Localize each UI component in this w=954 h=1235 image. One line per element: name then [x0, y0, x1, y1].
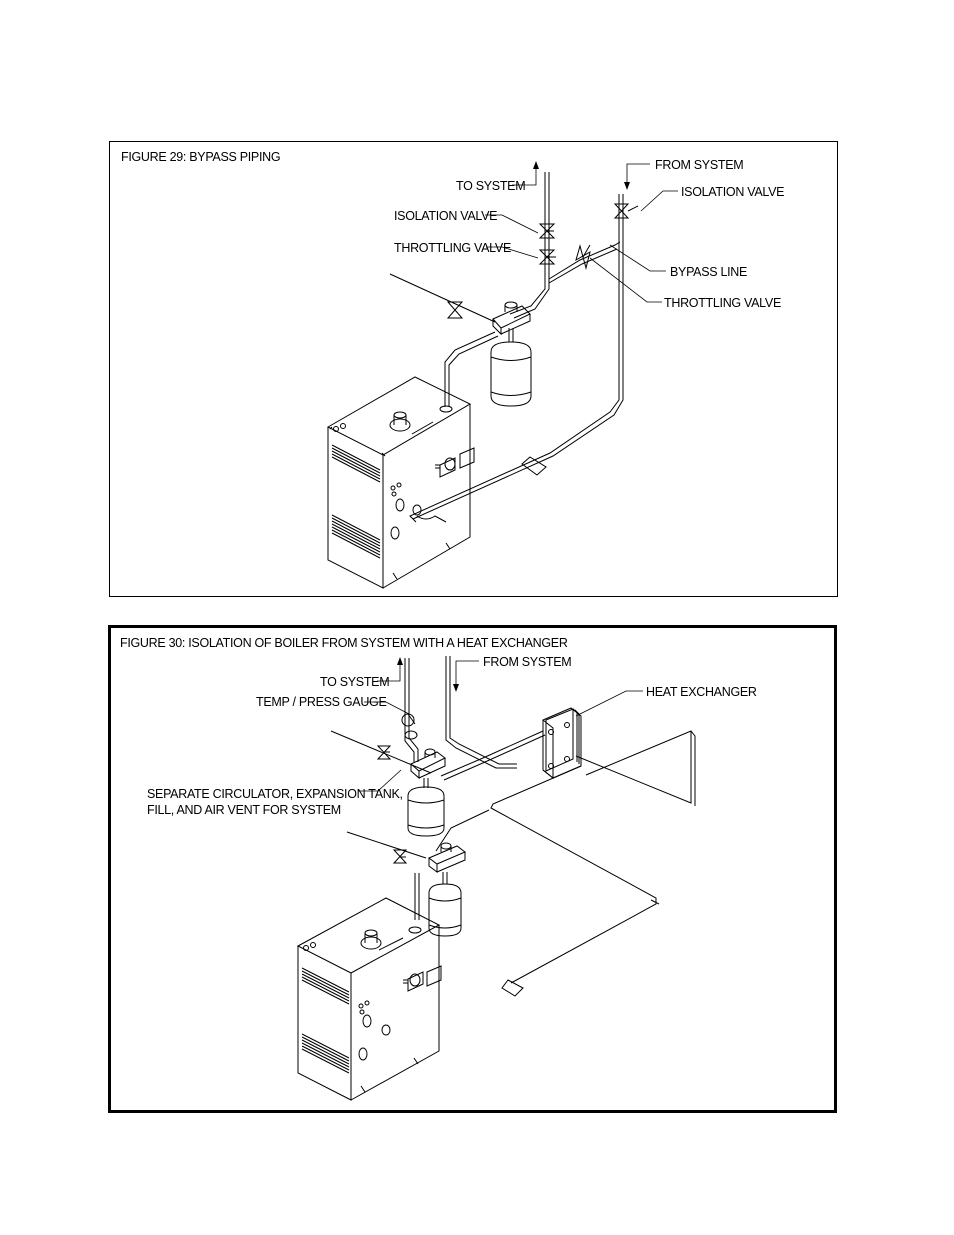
- boiler-fill-valve-icon: [392, 849, 408, 864]
- system-fill-valve-icon: [376, 745, 392, 760]
- figure-29-diagram: FIGURE 29: BYPASS PIPING TO SYSTEM ISOLA…: [121, 150, 784, 589]
- figure-30-title: FIGURE 30: ISOLATION OF BOILER FROM SYST…: [120, 636, 568, 650]
- label-separate-circulator-line2: FILL, AND AIR VENT FOR SYSTEM: [147, 803, 341, 817]
- boiler-riser-piping: [414, 873, 420, 920]
- isolation-valve-left-icon: [538, 223, 556, 239]
- label-throttling-valve-bypass: THROTTLING VALVE: [664, 296, 781, 310]
- boiler-loop-piping: [435, 730, 696, 984]
- boiler-return-valve-icon: [501, 979, 524, 997]
- figure-30-heat-exchanger-isolation: FIGURE 30: ISOLATION OF BOILER FROM SYST…: [108, 625, 837, 1113]
- system-return-piping: [445, 656, 517, 769]
- temp-press-gauge-icon: [401, 713, 418, 740]
- circulator-pump-icon: [492, 301, 531, 336]
- cold-water-line-upper: [330, 730, 432, 774]
- label-to-system: TO SYSTEM: [320, 675, 389, 689]
- circulator-to-hx-piping: [440, 730, 546, 781]
- label-heat-exchanger: HEAT EXCHANGER: [646, 685, 757, 699]
- label-separate-circulator-line1: SEPARATE CIRCULATOR, EXPANSION TANK,: [147, 787, 403, 801]
- system-supply-piping: [404, 658, 419, 762]
- label-from-system: FROM SYSTEM: [655, 158, 743, 172]
- return-valve-icon: [521, 456, 547, 476]
- cold-water-line: [389, 273, 496, 323]
- label-bypass-line: BYPASS LINE: [670, 265, 747, 279]
- throttling-valve-left-icon: [538, 249, 556, 265]
- expansion-tank-icon: [490, 328, 532, 407]
- label-isolation-valve-right: ISOLATION VALVE: [681, 185, 784, 199]
- boiler-icon: [326, 376, 475, 589]
- boiler-icon: [296, 897, 442, 1101]
- cold-water-valve-icon: [446, 301, 464, 319]
- system-expansion-tank-icon: [407, 778, 445, 837]
- boiler-circulator-pump-icon: [428, 842, 466, 873]
- figure-29-bypass-piping: FIGURE 29: BYPASS PIPING TO SYSTEM ISOLA…: [109, 141, 838, 597]
- label-to-system: TO SYSTEM: [456, 179, 525, 193]
- label-from-system: FROM SYSTEM: [483, 655, 571, 669]
- cold-water-line-lower: [346, 831, 427, 859]
- leader-lines: [485, 161, 678, 303]
- boiler-riser-piping: [444, 331, 499, 407]
- isolation-valve-right-icon: [613, 203, 639, 219]
- boiler-expansion-tank-icon: [428, 872, 462, 937]
- label-isolation-valve-left: ISOLATION VALVE: [394, 209, 497, 223]
- heat-exchanger-icon: [542, 707, 582, 780]
- supply-piping: [509, 172, 621, 319]
- label-throttling-valve-left: THROTTLING VALVE: [394, 241, 511, 255]
- return-piping: [409, 194, 624, 523]
- bypass-throttling-valve-icon: [575, 244, 591, 270]
- system-circulator-pump-icon: [410, 748, 446, 780]
- figure-30-diagram: FIGURE 30: ISOLATION OF BOILER FROM SYST…: [120, 636, 757, 1101]
- label-temp-press-gauge: TEMP / PRESS GAUGE: [256, 695, 387, 709]
- figure-29-title: FIGURE 29: BYPASS PIPING: [121, 150, 280, 164]
- leader-lines: [358, 657, 643, 792]
